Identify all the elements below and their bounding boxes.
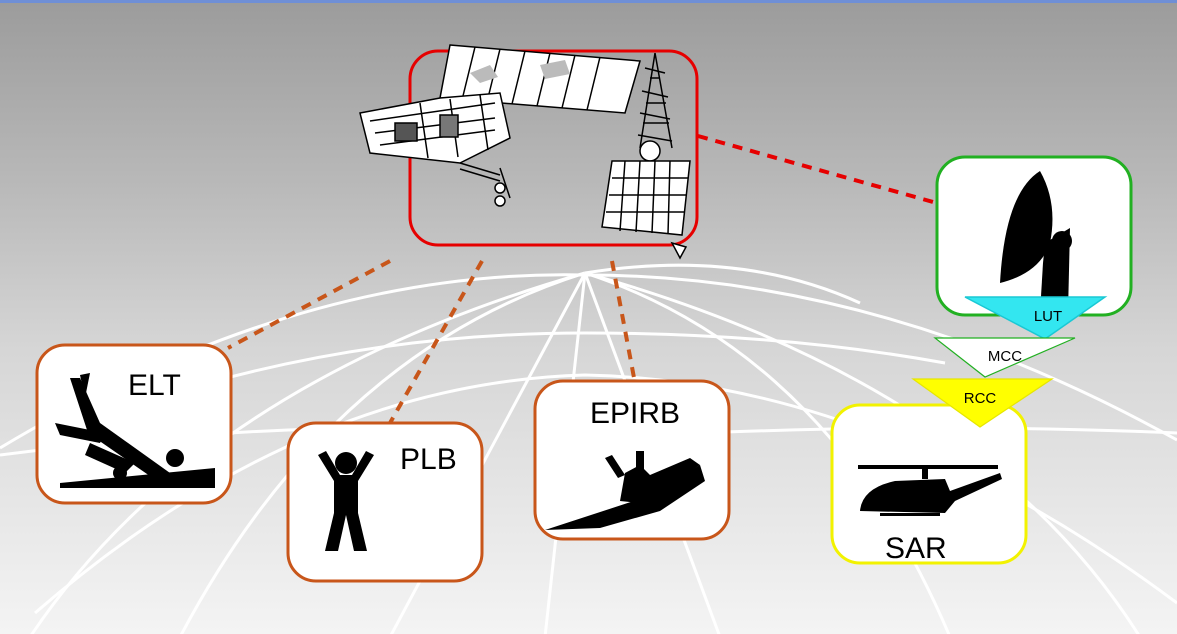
- plb-label: PLB: [400, 443, 457, 476]
- dish-antenna-icon: [1000, 171, 1072, 313]
- epirb-uplink: [610, 260, 637, 384]
- ship-icon: [545, 451, 705, 530]
- elt-uplink: [227, 259, 391, 350]
- epirb-box: [533, 379, 731, 541]
- satellite-icon: [359, 44, 691, 260]
- lut-triangle: [964, 296, 1108, 340]
- diagram-canvas: ELT PLB EPIRB SAR LUT MCC RCC: [0, 44, 1177, 634]
- person-icon: [318, 451, 374, 551]
- lut-label: LUT: [1034, 308, 1062, 325]
- mcc-triangle: [933, 337, 1076, 378]
- uplink-lines: [227, 259, 637, 424]
- helicopter-icon: [858, 465, 1002, 516]
- crashed-plane-icon: [55, 373, 215, 488]
- sar-label: SAR: [885, 532, 947, 565]
- plb-uplink: [388, 260, 484, 424]
- rcc-triangle: [911, 378, 1054, 428]
- rcc-label: RCC: [964, 390, 997, 407]
- epirb-label: EPIRB: [590, 397, 680, 430]
- elt-label: ELT: [128, 369, 181, 402]
- mcc-label: MCC: [988, 348, 1022, 365]
